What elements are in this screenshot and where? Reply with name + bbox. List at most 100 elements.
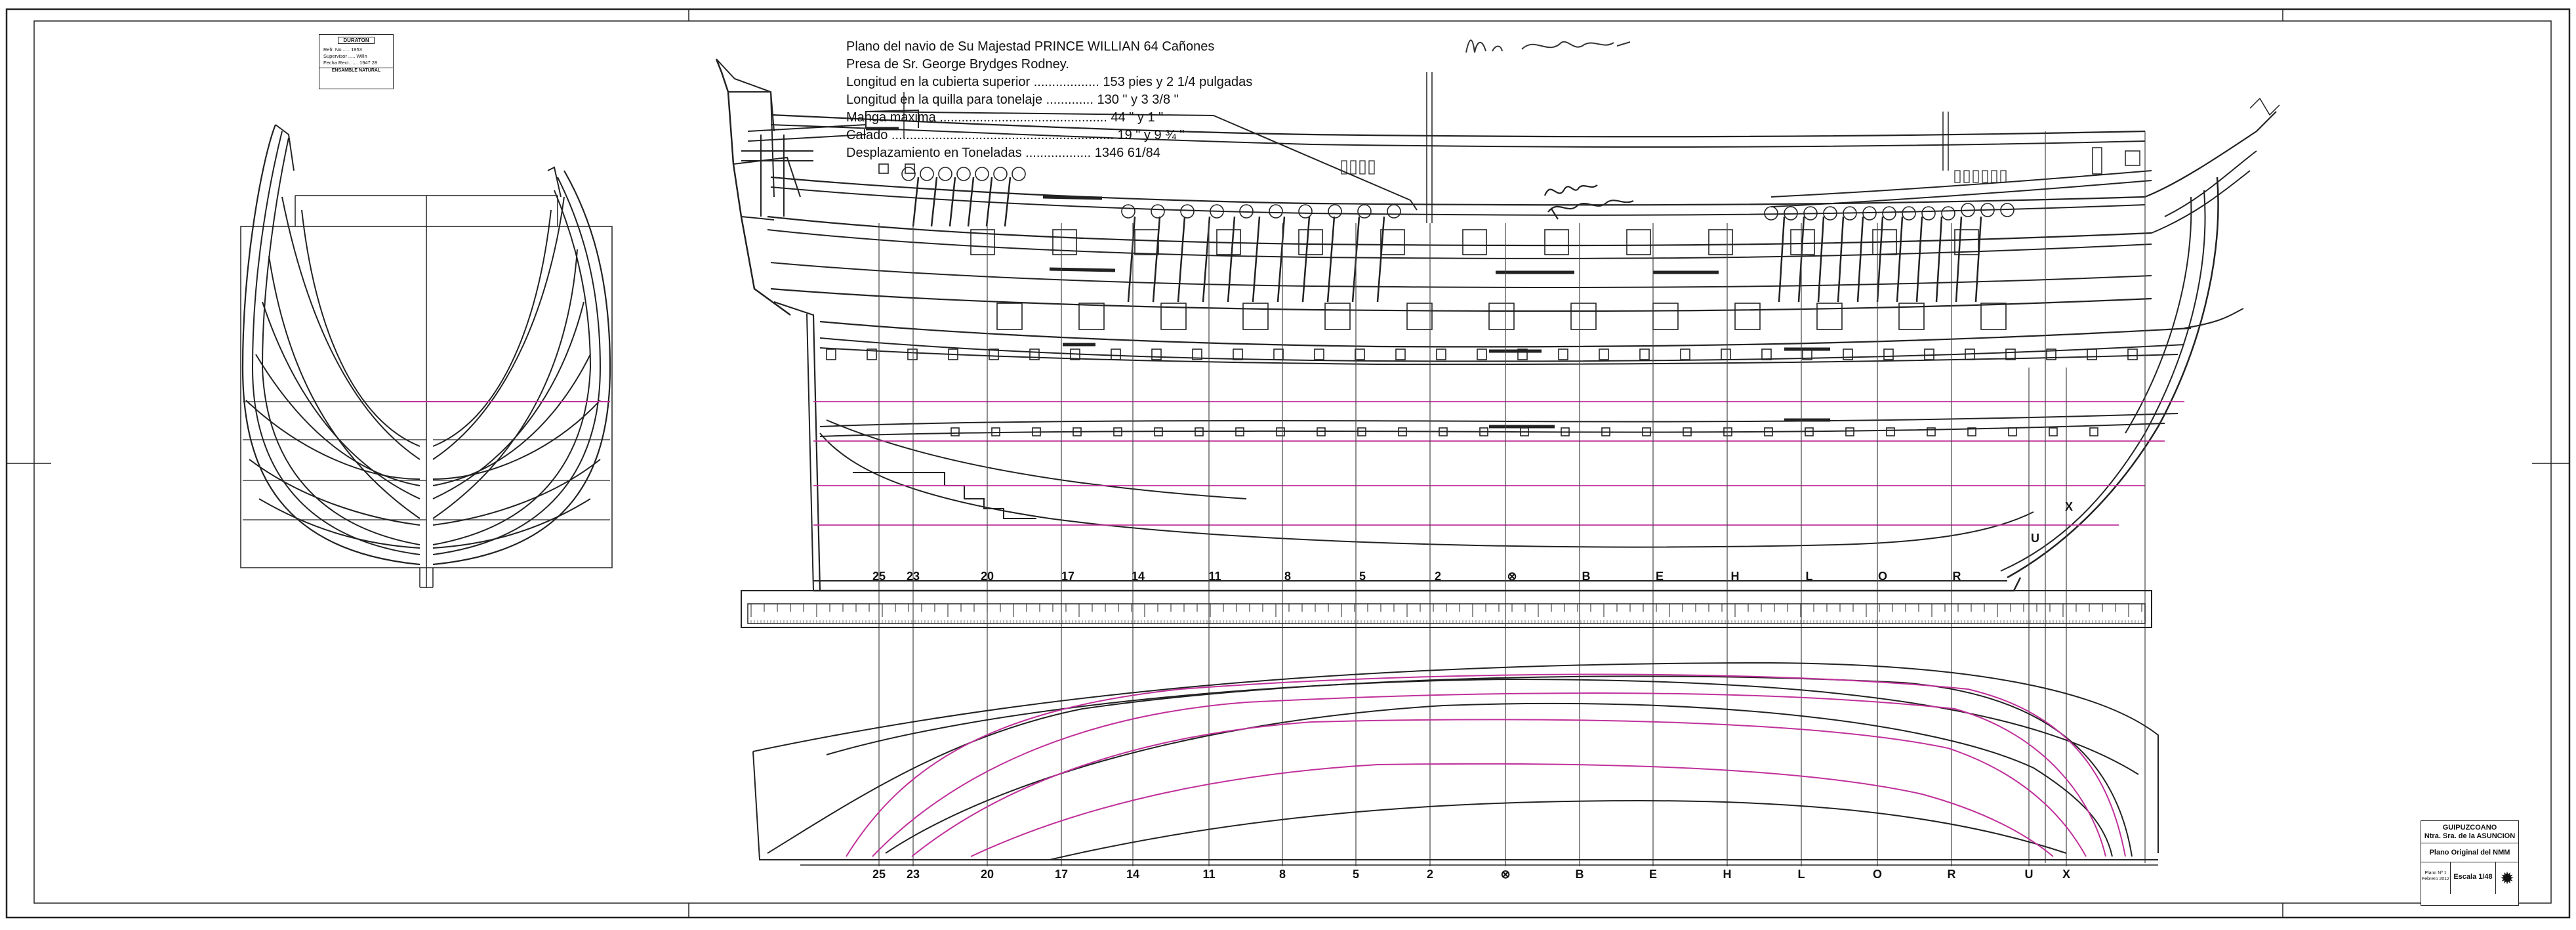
port-lid [1784, 206, 1798, 221]
port-lid [1239, 204, 1254, 219]
port-lid [1357, 204, 1372, 219]
port-lid [1012, 167, 1026, 181]
gun-port [1436, 349, 1446, 360]
rigging-layer [912, 147, 2140, 303]
port-lid [975, 167, 989, 181]
station-label: 2 [1426, 868, 1434, 881]
station-label: 11 [1208, 570, 1221, 583]
station-label: 5 [1352, 868, 1360, 881]
gun-port [1734, 303, 1761, 330]
archive-stamp: DURATON Refr. No ..... 1953 Supervisor .… [319, 34, 394, 89]
station-label: 17 [1061, 570, 1075, 583]
port-lid [2000, 203, 2014, 217]
gun-port [1601, 427, 1610, 436]
gun-port [1134, 229, 1159, 255]
signature-mid [1538, 176, 1637, 225]
gun-port [1078, 303, 1105, 330]
station-label: 20 [980, 570, 994, 583]
port-lid [1941, 206, 1955, 221]
gun-port [1355, 349, 1365, 360]
station-label: 14 [1131, 570, 1145, 583]
station-label: 11 [1202, 868, 1216, 881]
gun-port [1967, 427, 1976, 436]
signature-top [1463, 33, 1633, 63]
station-label: 25 [872, 570, 886, 583]
gun-port [1517, 349, 1528, 360]
title-line-5: Manga maxima ...........................… [846, 110, 1164, 125]
ship-particulars-block: Plano del navio de Su Majestad PRINCE WI… [846, 38, 1830, 162]
port-lid [901, 167, 916, 181]
station-lines-layer [878, 131, 2146, 866]
title-line-7: Desplazamiento en Toneladas ............… [846, 146, 1160, 160]
station-label: 20 [980, 868, 994, 881]
cartouche-footer-row: Plano Nº 1 Febrero 2012 Escala 1/48 ✹ [2421, 862, 2518, 894]
port-lid [1921, 206, 1936, 221]
gun-port [1723, 427, 1732, 436]
port-lid [1961, 203, 1975, 217]
body-plan [240, 124, 613, 588]
gun-port [1317, 427, 1326, 436]
gun-port [1233, 349, 1243, 360]
station-label: U [2024, 868, 2034, 881]
gun-port [2127, 349, 2138, 360]
gun-port [2046, 349, 2056, 360]
title-line-4: Longitud en la quilla para tonelaje ....… [846, 93, 1179, 107]
gun-port [1954, 229, 1979, 255]
title-line-2: Presa de Sr. George Brydges Rodney. [846, 57, 1069, 72]
gun-port [1406, 303, 1433, 330]
gun-port [1273, 349, 1284, 360]
gun-port [2005, 349, 2016, 360]
gun-port [1561, 427, 1570, 436]
port-lid [920, 167, 934, 181]
stamp-line-3: Fecha Rect. ..... 1947 28 [323, 60, 378, 66]
gun-port [1599, 349, 1609, 360]
title-line-6: Calado .................................… [846, 128, 1185, 142]
port-lid [1180, 204, 1195, 219]
gun-port [1816, 303, 1843, 330]
gun-port [1154, 427, 1163, 436]
gun-port [1113, 427, 1122, 436]
port-lid [1902, 206, 1916, 221]
gun-port [1898, 303, 1925, 330]
gun-port [1029, 349, 1040, 360]
gun-port [970, 229, 995, 255]
station-label: O [1872, 868, 1883, 881]
gun-ports-layer [826, 163, 2138, 436]
gun-port [1070, 349, 1080, 360]
stamp-line-2: Supervisor ..... Willn [323, 53, 367, 59]
port-lid [1269, 204, 1283, 219]
gun-port [1843, 349, 1853, 360]
stamp-title: DURATON [338, 37, 375, 44]
port-lid [1298, 204, 1313, 219]
port-lid [1210, 204, 1224, 219]
cartouche-sheet-info: Plano Nº 1 Febrero 2012 [2421, 862, 2451, 894]
half-breadth-plan [752, 662, 2159, 866]
title-line-3: Longitud en la cubierta superior .......… [846, 75, 1253, 89]
station-label: E [1648, 868, 1658, 881]
scale-bar [741, 590, 2152, 628]
station-label: 8 [1278, 868, 1286, 881]
port-lid [938, 167, 952, 181]
station-label: ⊗ [1500, 868, 1511, 881]
gun-port [1111, 349, 1121, 360]
port-lid [1328, 204, 1342, 219]
station-label: L [1805, 570, 1813, 583]
title-cartouche: GUIPUZCOANO Ntra. Sra. de la ASUNCION Pl… [2421, 820, 2519, 906]
gun-port [1764, 427, 1773, 436]
title-line-1: Plano del navio de Su Majestad PRINCE WI… [846, 39, 1215, 54]
station-label: 14 [1126, 868, 1140, 881]
station-label: O [1877, 570, 1888, 583]
port-lid [1823, 206, 1837, 221]
stamp-footer: ENSAMBLE NATURAL [319, 68, 393, 73]
gun-port [907, 349, 918, 360]
gun-port [1761, 349, 1772, 360]
gun-port [1639, 349, 1650, 360]
port-lid [1980, 203, 1995, 217]
station-label: E [1655, 570, 1664, 583]
gun-port [948, 349, 958, 360]
station-label: R [1947, 868, 1956, 881]
gun-port [1242, 303, 1269, 330]
station-label: 23 [906, 868, 920, 881]
gun-port [1314, 349, 1324, 360]
station-label: H [1723, 868, 1732, 881]
